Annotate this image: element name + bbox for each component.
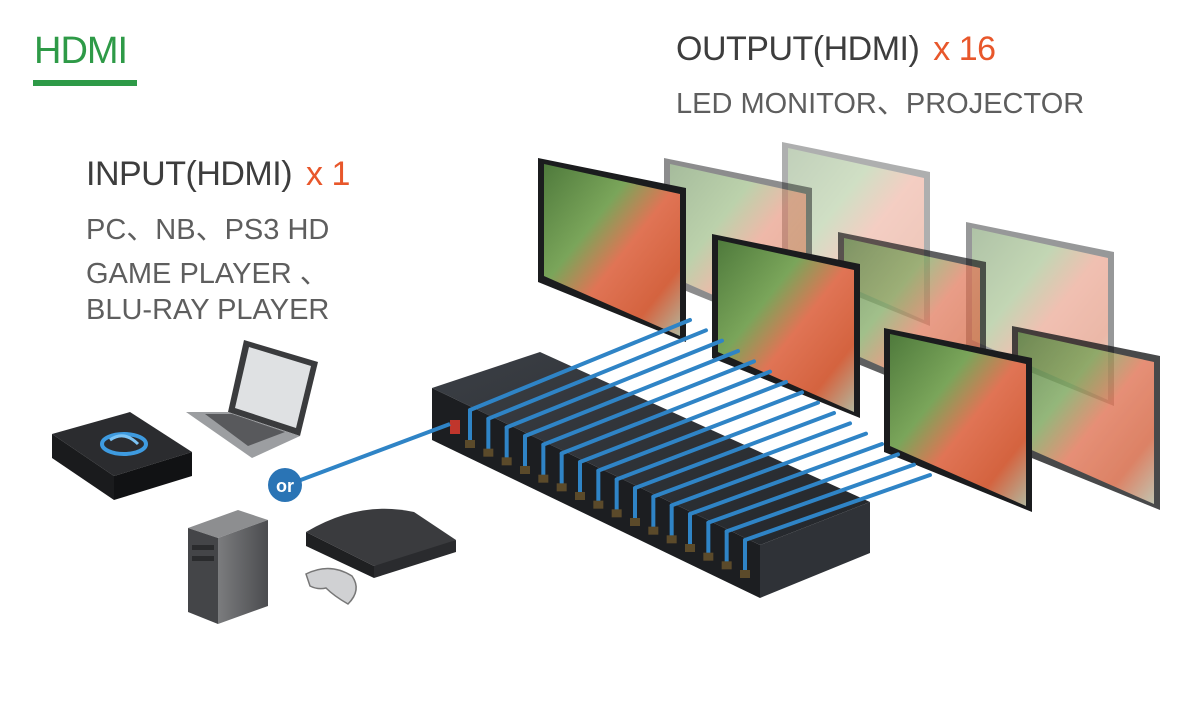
hdmi-output-port — [666, 535, 677, 544]
output-cable — [523, 349, 740, 438]
tower-drive-bay — [192, 556, 214, 561]
output-cable — [596, 390, 804, 473]
hdmi-output-port — [630, 518, 640, 526]
output-cable — [614, 400, 820, 482]
monitor-icon — [884, 328, 1032, 512]
output-cable — [633, 411, 836, 490]
output-heading-text: OUTPUT(HDMI) — [676, 30, 920, 68]
monitor-icon — [538, 158, 686, 342]
hdmi-output-port — [740, 570, 750, 578]
hdmi-output-port — [611, 509, 622, 518]
output-devices: LED MONITOR、PROJECTOR — [676, 88, 1085, 120]
output-cables — [465, 318, 932, 578]
input-devices-line-3: BLU-RAY PLAYER — [86, 294, 330, 326]
tower-side — [218, 520, 268, 624]
ps3-console-icon — [306, 508, 456, 578]
output-cable — [504, 338, 724, 430]
blu-ray-logo-swirl — [109, 434, 140, 446]
tower-top — [188, 510, 268, 538]
input-devices-line-2: GAME PLAYER 、 — [86, 258, 329, 290]
hdmi-output-port — [593, 500, 604, 509]
pc-tower-icon — [188, 510, 268, 624]
blu-ray-player-icon — [52, 412, 192, 500]
monitor-icon — [1012, 326, 1160, 510]
output-monitors — [538, 142, 1160, 512]
page-title: HDMI — [34, 30, 128, 72]
output-cable — [541, 359, 756, 447]
hdmi-output-port — [703, 552, 714, 561]
output-cable — [578, 380, 788, 464]
input-port — [450, 420, 460, 434]
output-cable — [743, 473, 932, 542]
output-cable — [706, 452, 900, 525]
tower-front — [188, 528, 218, 624]
controller-body — [305, 567, 357, 605]
output-cable — [688, 442, 884, 516]
output-cable — [724, 462, 916, 534]
splitter-side-face — [760, 502, 870, 598]
hdmi-output-port — [538, 474, 549, 483]
hdmi-output-port — [648, 526, 659, 535]
tower-drive-bay — [192, 545, 214, 550]
input-heading: INPUT(HDMI) x 1 — [86, 155, 350, 194]
monitor-icon — [712, 234, 860, 418]
output-cable — [559, 369, 772, 456]
input-cable — [289, 422, 451, 486]
output-cable — [468, 318, 692, 412]
input-multiplier: x 1 — [306, 155, 350, 193]
output-cable — [486, 328, 708, 421]
monitor-screen — [544, 164, 680, 336]
player-front — [52, 434, 114, 500]
output-multiplier: x 16 — [933, 30, 996, 68]
monitor-screen — [718, 240, 854, 412]
output-cable — [669, 431, 868, 508]
hdmi-output-port — [685, 544, 695, 552]
console-edge — [374, 540, 456, 578]
laptop-icon — [186, 340, 318, 458]
console-edge — [306, 532, 374, 578]
game-controller-icon — [305, 567, 357, 605]
hdmi-output-port — [556, 483, 567, 492]
monitor-screen — [1018, 332, 1154, 504]
laptop-screen — [235, 347, 311, 428]
hdmi-output-port — [501, 457, 512, 466]
player-top — [52, 412, 192, 476]
player-side — [114, 452, 192, 500]
monitor-screen — [890, 334, 1026, 506]
splitter-front-face — [432, 388, 760, 598]
or-badge — [268, 468, 302, 502]
hdmi-output-port — [520, 466, 530, 474]
input-devices-line-1: PC、NB、PS3 HD — [86, 214, 330, 246]
input-heading-text: INPUT(HDMI) — [86, 155, 293, 193]
hdmi-output-port — [465, 440, 475, 448]
title-underline — [33, 80, 137, 86]
laptop-keyboard — [205, 414, 285, 446]
console-body — [306, 508, 456, 566]
hdmi-output-port — [483, 448, 494, 457]
output-cable — [651, 421, 852, 499]
or-badge-label: or — [276, 476, 294, 496]
blu-ray-logo — [100, 432, 148, 456]
hdmi-output-port — [721, 561, 732, 570]
hdmi-output-port — [575, 492, 585, 500]
output-heading: OUTPUT(HDMI) x 16 — [676, 30, 996, 69]
